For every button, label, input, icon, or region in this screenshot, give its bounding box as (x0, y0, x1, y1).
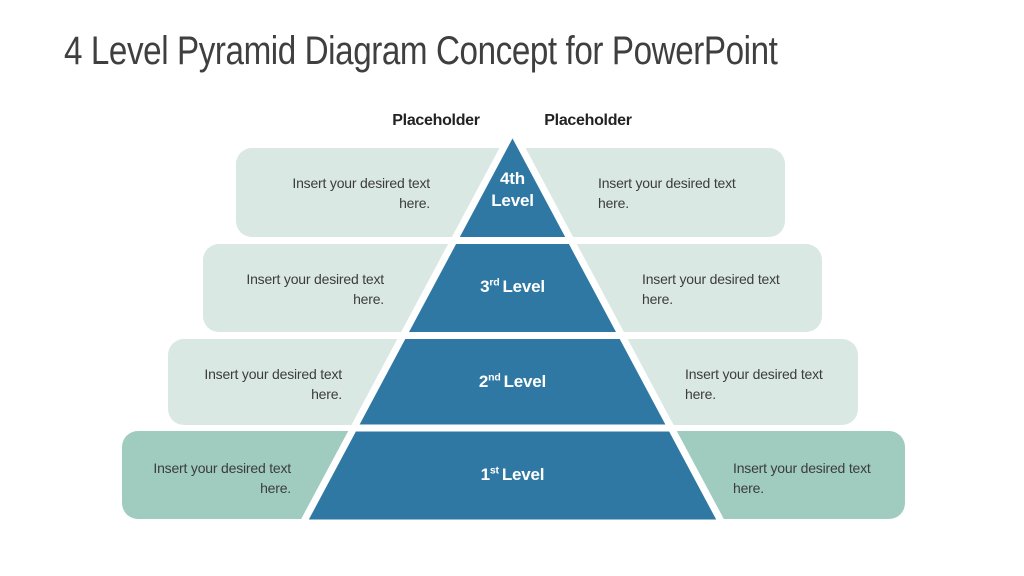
level-1-number: 1 (480, 465, 490, 484)
level-2-number: 2 (478, 372, 489, 391)
band-text-line: Insert your desired text (642, 271, 780, 287)
band-text-line: here. (353, 291, 384, 307)
pyramid-level-4-label: 4th Level (452, 168, 573, 212)
band-text-line: here. (733, 480, 764, 496)
band-text-level-3-left: Insert your desired text here. (214, 269, 384, 309)
band-text-line: Insert your desired text (685, 366, 823, 382)
placeholder-label-right: Placeholder (544, 112, 632, 129)
band-text-line: here. (260, 480, 291, 496)
level-1-ordinal: st (489, 464, 499, 477)
band-text-line: Insert your desired text (246, 271, 384, 287)
band-text-line: here. (311, 386, 342, 402)
band-text-level-4-right: Insert your desired text here. (598, 173, 768, 213)
placeholder-label-left: Placeholder (392, 112, 480, 129)
page-title: 4 Level Pyramid Diagram Concept for Powe… (64, 29, 778, 73)
band-text-line: here. (598, 195, 629, 211)
band-text-level-2-right: Insert your desired text here. (685, 364, 855, 404)
level-3-word: Level (502, 277, 545, 296)
level-2-ordinal: nd (488, 371, 501, 384)
level-4-line2: Level (491, 191, 534, 210)
band-text-level-1-left: Insert your desired text here. (121, 458, 291, 498)
band-text-level-2-left: Insert your desired text here. (172, 364, 342, 404)
band-text-line: here. (399, 195, 430, 211)
band-text-level-4-left: Insert your desired text here. (260, 173, 430, 213)
level-4-line1: 4th (500, 169, 525, 188)
band-text-line: Insert your desired text (292, 175, 430, 191)
level-3-number: 3 (480, 277, 490, 296)
level-1-word: Level (501, 465, 545, 484)
band-text-line: Insert your desired text (204, 366, 342, 382)
band-text-line: Insert your desired text (598, 175, 736, 191)
band-text-line: Insert your desired text (153, 460, 291, 476)
pyramid-segment-1 (297, 424, 728, 527)
level-2-word: Level (503, 372, 547, 391)
band-text-line: here. (685, 386, 716, 402)
band-text-level-3-right: Insert your desired text here. (642, 269, 812, 309)
band-text-line: here. (642, 291, 673, 307)
level-3-ordinal: rd (489, 276, 500, 289)
band-text-line: Insert your desired text (733, 460, 871, 476)
band-text-level-1-right: Insert your desired text here. (733, 458, 903, 498)
